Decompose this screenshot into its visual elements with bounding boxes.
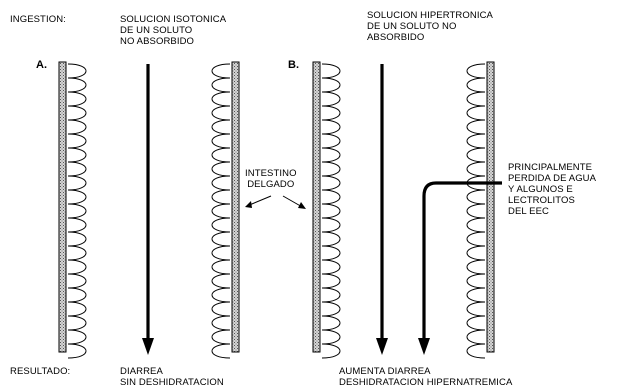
ingestion-label: INGESTION: xyxy=(10,14,66,25)
resultado-label: RESULTADO: xyxy=(10,366,70,377)
panel-a-right-villi xyxy=(212,64,230,358)
panel-b-water-loss-arrowhead xyxy=(418,338,430,355)
panel-b-flow-arrowhead xyxy=(376,338,388,355)
panel-a-solution-text: SOLUCION ISOTONICA DE UN SOLUTO NO ABSOR… xyxy=(120,14,226,47)
panel-a-result-text: DIARREA SIN DESHIDRATACION xyxy=(120,366,224,388)
panel-b-right-wall xyxy=(487,62,494,352)
panel-b-result-text: AUMENTA DIARREA DESHIDRATACION HIPERNATR… xyxy=(339,366,512,388)
intestino-delgado-label: INTESTINO DELGADO xyxy=(245,168,297,190)
panel-b-solution-text: SOLUCION HIPERTRONICA DE UN SOLUTO NO AB… xyxy=(367,10,493,43)
intestino-pointer-left-head xyxy=(245,201,252,208)
panel-a-letter: A. xyxy=(36,60,47,71)
panel-a-flow-arrowhead xyxy=(142,338,154,355)
panel-a-left-wall xyxy=(59,62,66,352)
panel-a-right-wall xyxy=(232,62,239,352)
panel-b-water-loss-note: PRINCIPALMENTE PERDIDA DE AGUA Y ALGUNOS… xyxy=(508,162,596,217)
panel-b-left-villi xyxy=(322,64,340,358)
panel-b-letter: B. xyxy=(288,60,299,71)
panel-b-left-wall xyxy=(313,62,320,352)
panel-a-left-villi xyxy=(68,64,86,358)
panel-b-right-villi xyxy=(467,64,485,358)
